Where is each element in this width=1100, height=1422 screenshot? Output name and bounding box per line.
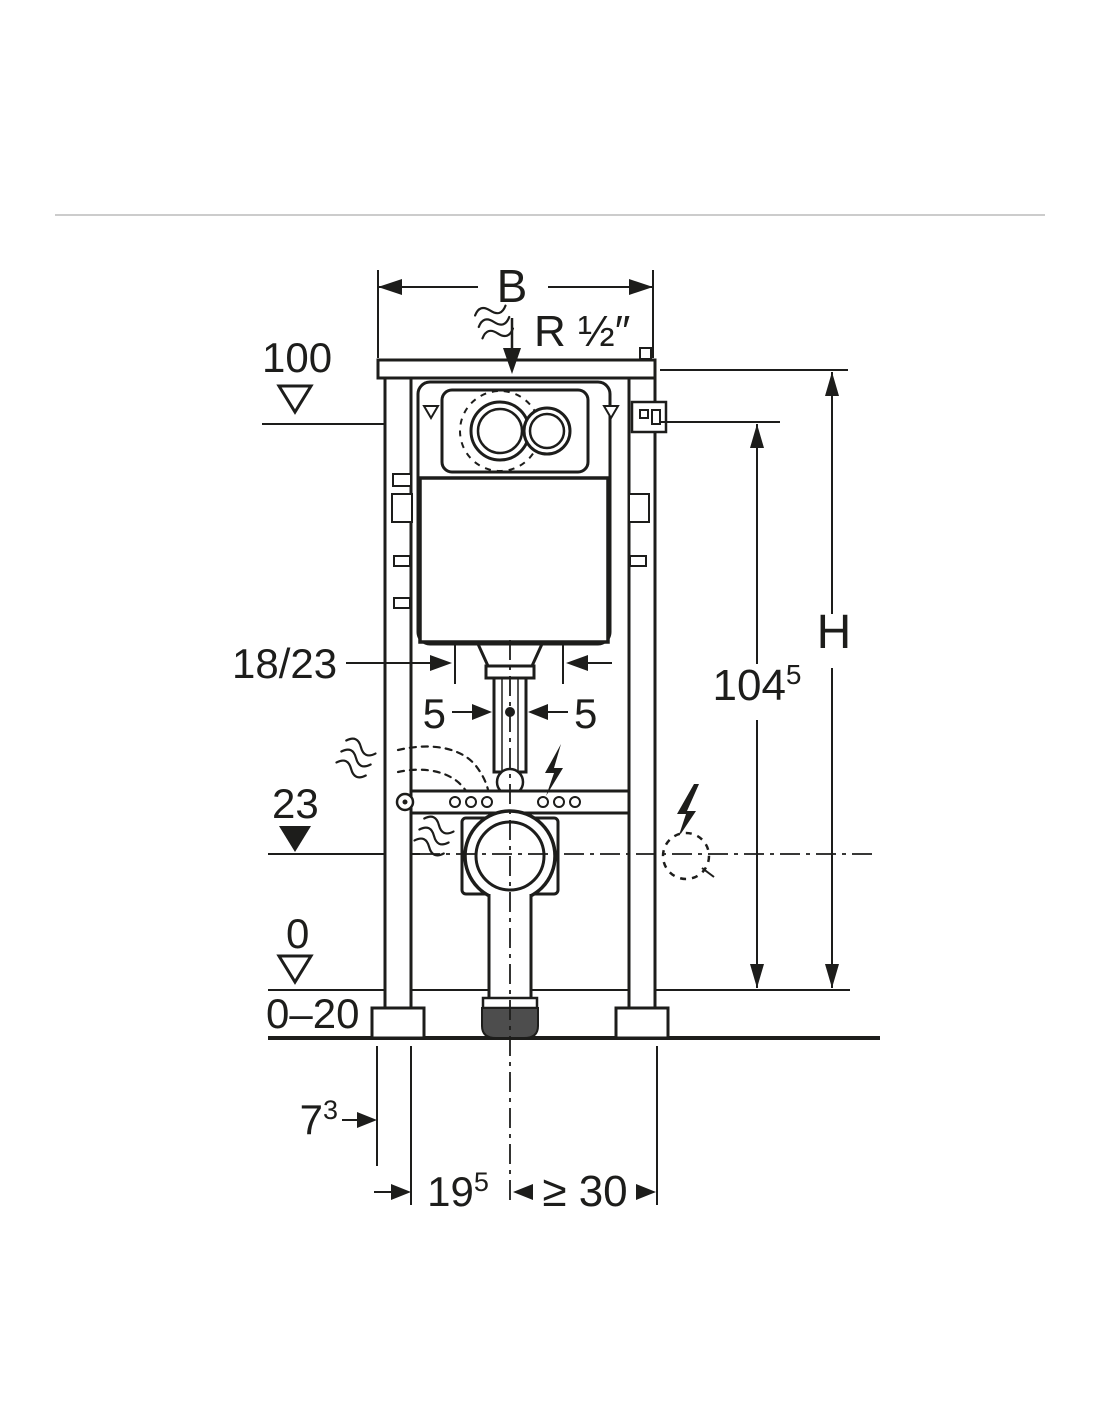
crossbar-body: [409, 789, 631, 815]
wave: [335, 759, 367, 779]
arrowhead-left: [566, 655, 588, 671]
level-23-label: 23: [272, 780, 319, 827]
mounting-hole: [537, 796, 549, 808]
lightning-bolt-icon: [545, 744, 563, 796]
rail-bracket: [392, 473, 412, 487]
dimension-label-H: H: [817, 606, 852, 659]
arrowhead-up: [750, 424, 764, 448]
wave: [481, 327, 515, 340]
frame-left-foot: [370, 1006, 426, 1040]
level-open-triangle-icon: [276, 384, 314, 415]
dimension-label-B: B: [497, 260, 528, 312]
cistern: [416, 380, 620, 646]
power-connection: [661, 831, 715, 881]
arrowhead-right: [629, 279, 653, 295]
centerlines: [420, 640, 876, 1205]
dimension-width-B: B: [377, 260, 654, 358]
mounting-hole: [481, 796, 493, 808]
supply-arrowhead: [503, 348, 521, 374]
dimension-label-5-left: 5: [423, 690, 446, 737]
water-flow-icon: [413, 815, 455, 857]
connection-box-symbol: [651, 409, 661, 425]
level-100-label: 100: [262, 334, 332, 381]
water-level-mark-icon: [602, 405, 620, 420]
arrowhead-down: [750, 964, 764, 988]
arrowhead-left: [378, 279, 402, 295]
arrowhead-right: [430, 655, 452, 671]
dimension-outlet-195: 195: [374, 1046, 489, 1215]
dimension-label-5-right: 5: [574, 690, 597, 737]
dimension-height-1045: 1045: [660, 421, 802, 988]
lightning-bolt-icon: [677, 784, 699, 838]
connection-box: [630, 400, 668, 434]
flush-button-large: [469, 400, 531, 462]
water-supply: R ½″: [473, 304, 630, 374]
flush-button-small-inner: [528, 412, 566, 450]
top-fastener: [639, 347, 652, 360]
wave: [340, 748, 372, 768]
dimension-label-30: ≥ 30: [542, 1167, 627, 1216]
wave: [473, 304, 507, 317]
level-marker-0: 0: [276, 910, 314, 985]
frame-top-bar: [376, 358, 657, 380]
dimension-offset-5: 5 5: [423, 690, 598, 737]
flush-button-large-inner: [476, 407, 524, 455]
level-filled-triangle-icon: [279, 826, 311, 852]
level-marker-23: 23: [272, 780, 319, 852]
supply-label: R ½″: [534, 307, 630, 356]
connection-dashed-circle: [661, 831, 711, 881]
arrowhead-up: [825, 372, 839, 396]
frame-left-rail: [383, 376, 413, 1010]
level-open-triangle-icon: [276, 954, 314, 985]
wave: [418, 826, 450, 846]
reference-lines: [262, 423, 880, 1040]
connection-box-symbol: [639, 409, 649, 419]
fixing-eyelet-dot: [402, 799, 408, 805]
dimension-clearance-30: ≥ 30: [513, 1046, 658, 1216]
frame-right-rail: [627, 376, 657, 1010]
water-flow-icon: [473, 304, 515, 340]
level-marker-100: 100: [262, 334, 332, 415]
arrowhead-left: [528, 704, 548, 720]
rail-bracket: [393, 555, 411, 567]
mounting-hole: [553, 796, 565, 808]
arrowhead-right: [636, 1184, 656, 1200]
mounting-hole: [569, 796, 581, 808]
dimension-label-195: 195: [427, 1167, 489, 1215]
floor-range-label: 0–20: [266, 990, 359, 1037]
dimension-label-1045: 1045: [713, 659, 802, 710]
connection-tick: [701, 867, 715, 878]
rail-bracket: [393, 597, 411, 609]
wave: [423, 815, 455, 835]
flow-icons: [335, 737, 699, 857]
rail-bracket: [391, 493, 413, 523]
arrowhead-right: [357, 1112, 377, 1128]
water-level-mark-icon: [422, 405, 440, 420]
wave: [477, 315, 511, 329]
dimension-label-bend: 18/23: [232, 640, 337, 687]
arrowhead-down: [825, 964, 839, 988]
outlet-elbow: [481, 1007, 539, 1039]
dimension-height-H: H: [660, 369, 852, 988]
frame-right-foot: [614, 1006, 670, 1040]
rail-bracket: [629, 555, 647, 567]
wave: [345, 737, 377, 757]
rail-bracket: [628, 493, 650, 523]
mounting-frame: [370, 347, 670, 1040]
arrowhead-right: [472, 704, 492, 720]
level-0-label: 0: [286, 910, 309, 957]
water-flow-icon: [335, 737, 377, 779]
mounting-hole: [465, 796, 477, 808]
arrowhead-right: [391, 1184, 411, 1200]
mounting-hole: [449, 796, 461, 808]
arrowhead-left: [513, 1184, 533, 1200]
crossbar: [395, 789, 631, 815]
dimension-depth-73: 73: [300, 1046, 378, 1166]
dimension-bend-1823: 18/23: [232, 640, 612, 687]
dimension-label-73: 73: [300, 1095, 338, 1143]
cistern-tank: [418, 476, 610, 644]
wave: [413, 837, 445, 857]
